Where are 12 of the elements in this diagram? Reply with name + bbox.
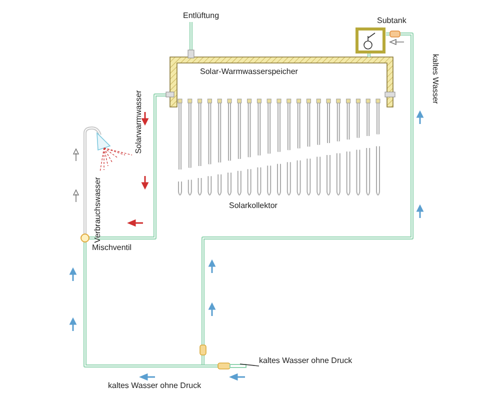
flow-label: Solarwarmwasser <box>134 90 144 154</box>
part-label: Mischventil <box>92 243 132 253</box>
flow-label: kaltes Wasser ohne Druck <box>108 381 202 391</box>
callout-label: kaltes Wasser ohne Druck <box>259 356 352 366</box>
flow-label: Verbrauchswasser <box>92 177 103 243</box>
part-label: Entlüftung <box>183 11 220 21</box>
pipe-inlet <box>230 364 246 368</box>
leader-line <box>240 364 260 366</box>
part-label: Subtank <box>377 16 406 26</box>
part-label: Solarkollektor <box>229 201 278 211</box>
part-label: Solar-Warmwasserspeicher <box>200 67 298 77</box>
flow-label: kaltes Wasser <box>430 54 440 104</box>
